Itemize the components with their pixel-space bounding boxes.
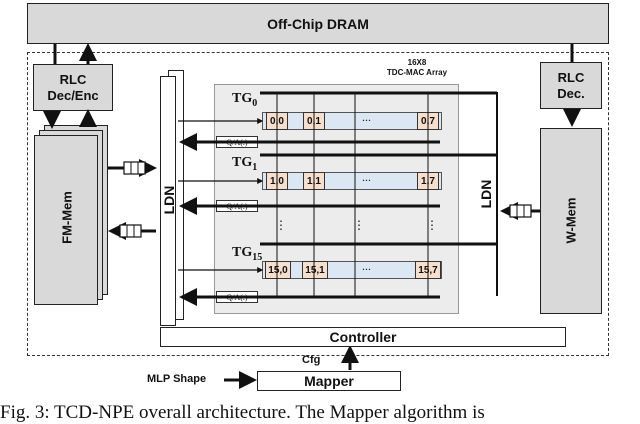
ellipsis-1: ... <box>362 170 371 184</box>
rlc-dec-block: RLC Dec. <box>540 62 602 109</box>
vdots-2: ⋮ <box>353 218 365 232</box>
controller-label: Controller <box>329 329 397 345</box>
pe-cell-15-0: 15,0 <box>265 261 291 279</box>
w-mem-block: W-Mem <box>540 128 602 314</box>
rlc-left-line2: Dec/Enc <box>47 87 99 103</box>
vdots-3: ⋮ <box>426 218 438 232</box>
tg-label-1: TG1 <box>232 155 258 173</box>
vdots-1: ⋮ <box>275 218 287 232</box>
off-chip-dram-block: Off-Chip DRAM <box>27 3 609 44</box>
array-title-line1: 16X8 <box>407 58 427 67</box>
tg-label-15: TG15 <box>232 245 263 263</box>
off-chip-dram-label: Off-Chip DRAM <box>267 15 369 32</box>
rlc-dec-enc-block: RLC Dec/Enc <box>33 64 113 111</box>
mapper-label: Mapper <box>304 373 354 389</box>
ellipsis-15: ... <box>362 259 371 273</box>
pe-cell-15-1: 15,1 <box>302 261 328 279</box>
tg-label-0: TG0 <box>232 91 258 109</box>
cfg-label: Cfg <box>302 354 321 366</box>
chip-boundary <box>27 52 609 356</box>
array-title: 16X8 TDC-MAC Array <box>372 56 462 80</box>
mlp-shape-label: MLP Shape <box>147 373 207 385</box>
ldn-left-block: LDN <box>160 76 177 326</box>
mapper-block: Mapper <box>257 371 401 391</box>
controller-block: Controller <box>160 327 566 347</box>
ellipsis-0: ... <box>362 110 371 124</box>
rlc-left-line1: RLC <box>59 71 87 87</box>
figure-caption: Fig. 3: TCD-NPE overall architecture. Th… <box>0 402 485 423</box>
array-title-line2: TDC-MAC Array <box>386 68 448 77</box>
rlc-right-line2: Dec. <box>557 85 585 101</box>
fm-mem-block: FM-Mem <box>34 135 98 305</box>
rlc-right-line1: RLC <box>557 69 585 85</box>
